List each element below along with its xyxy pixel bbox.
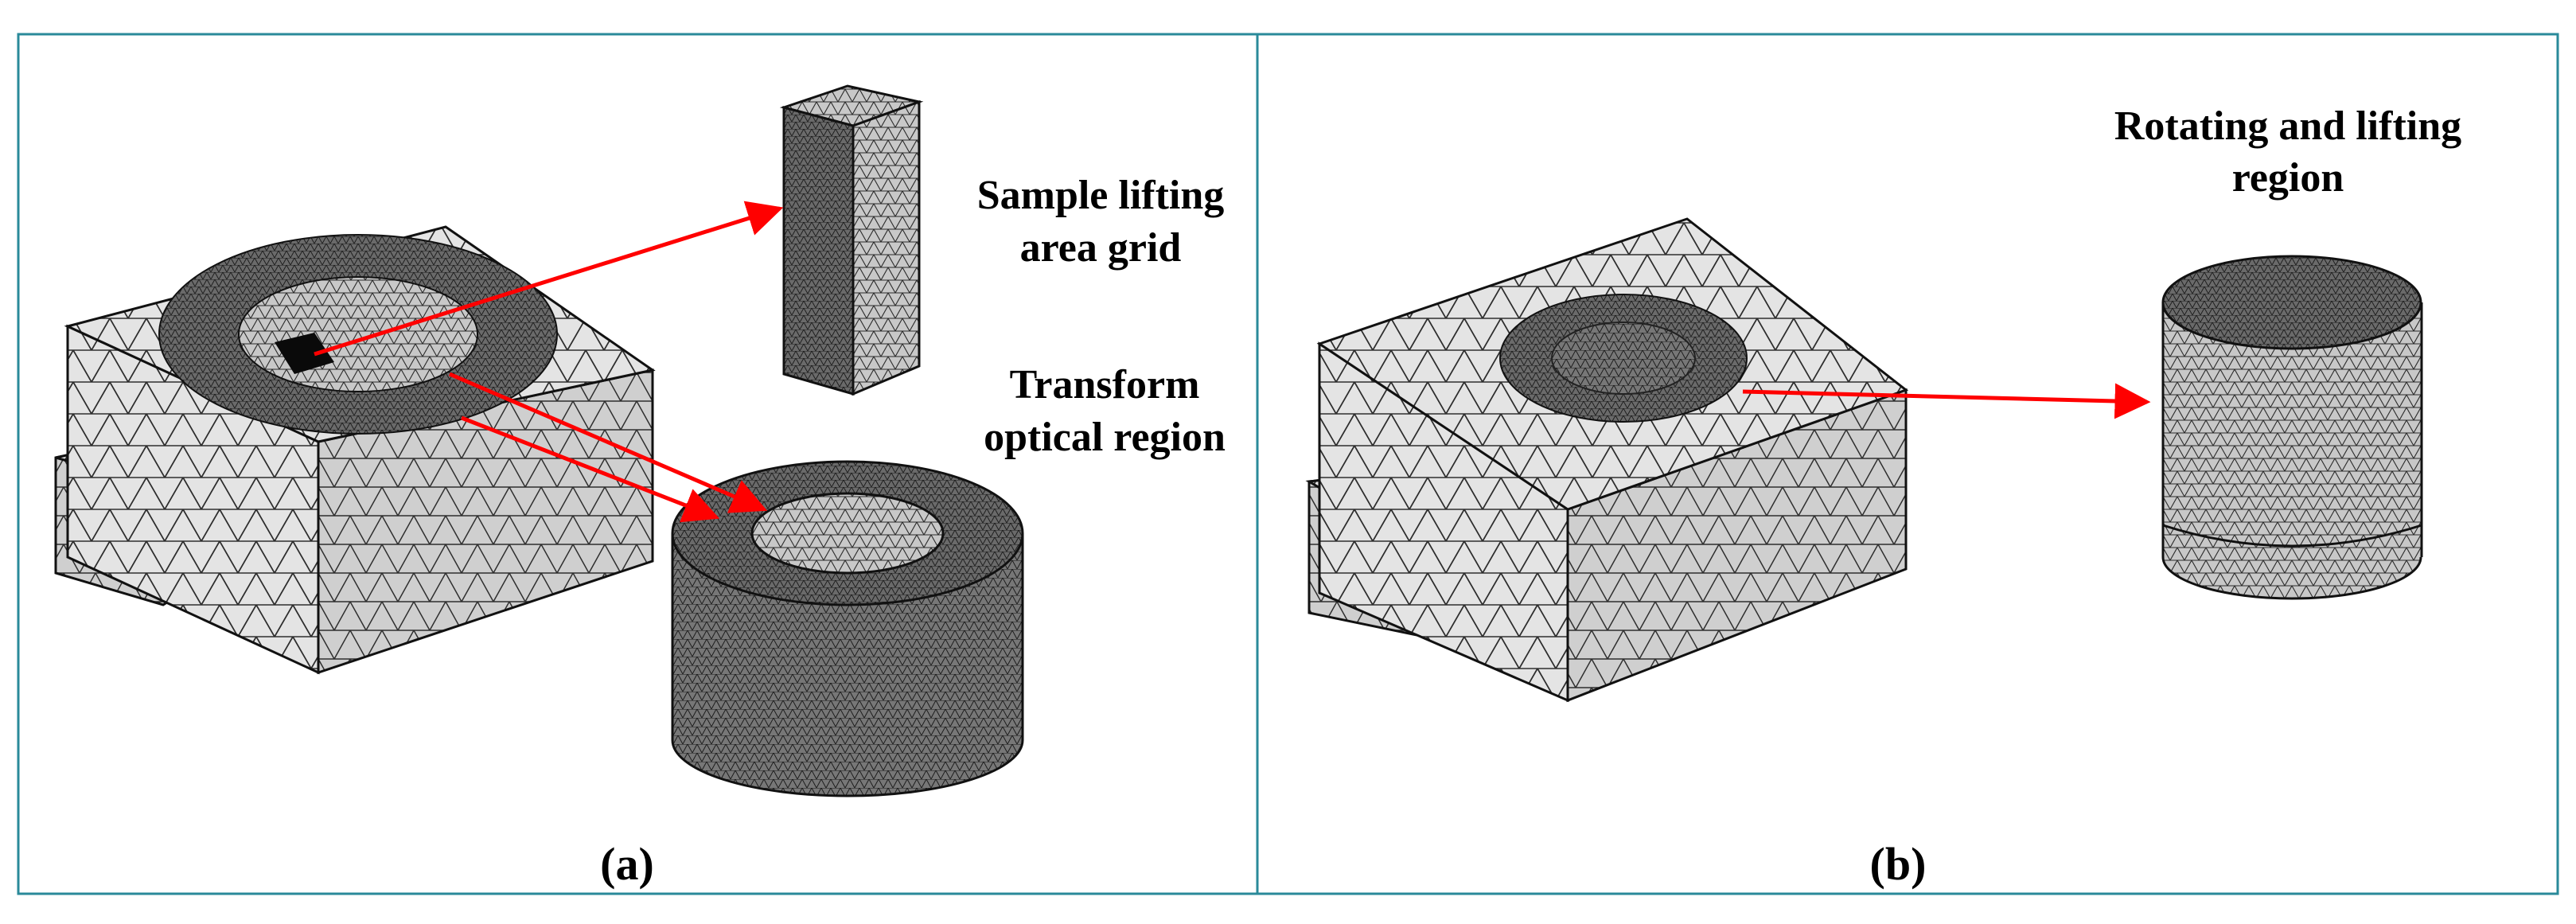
- transform-optical-cylinder: [671, 460, 1024, 797]
- panel-b-frame: [1256, 33, 2559, 895]
- arrow-to-transform-region-1: [449, 372, 768, 513]
- panel-a-mesh-block: [54, 225, 656, 675]
- arrow-to-rotating-cylinder: [1742, 383, 2151, 419]
- label-transform-line1: Transform: [1010, 362, 1200, 407]
- panel-b-caption: (b): [1870, 838, 1927, 890]
- arrow-to-sample-column: [314, 201, 784, 357]
- label-transform-line2: optical region: [984, 415, 1226, 460]
- panel-b-mesh-block: [1305, 217, 1909, 703]
- panel-a-caption: (a): [600, 838, 654, 890]
- label-sample-line1: Sample lifting: [977, 173, 1225, 218]
- rotating-lifting-cylinder: [2161, 255, 2423, 600]
- sample-lifting-column: [779, 84, 924, 396]
- label-sample-line2: area grid: [1020, 225, 1182, 271]
- label-rotating-line1: Rotating and lifting: [2114, 103, 2461, 149]
- arrow-to-transform-region-2: [461, 415, 720, 523]
- label-rotating-line2: region: [2232, 155, 2344, 201]
